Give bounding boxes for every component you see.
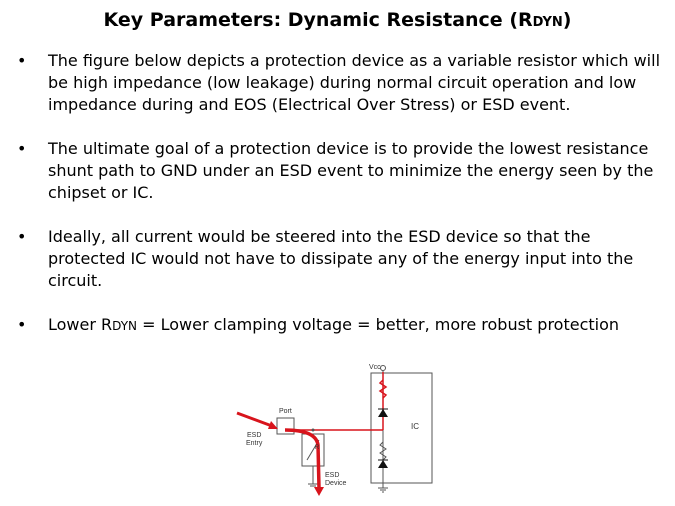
resistor-icon [378,379,388,399]
bullet-list: • The figure below depicts a protection d… [17,50,667,359]
esd-entry-label: ESD [247,432,261,439]
bullet-item: • Ideally, all current would be steered i… [17,226,667,292]
ground-icon [308,483,318,487]
title-close: ) [562,9,572,31]
port-box [276,417,295,435]
bullet-text: The figure below depicts a protection de… [48,51,661,114]
resistor-icon [379,441,387,461]
port-label: Port [279,408,292,415]
vcc-label: Vcc [369,364,381,371]
bullet-item: • Lower RDYN = Lower clamping voltage = b… [17,314,667,337]
ic-label: IC [411,422,419,431]
bullet-text: Lower R [48,315,113,334]
bullet-dot: • [17,315,27,334]
bullet-text: = Lower clamping voltage = better, more … [137,315,620,334]
ground-icon [378,487,388,493]
bullet-dot: • [17,51,27,70]
esd-entry-arrow [236,411,278,429]
diode-icon [378,460,388,468]
esd-entry-label: Entry [246,440,263,447]
esd-device-label: ESD [325,472,339,479]
bullet-text: Ideally, all current would be steered in… [48,227,634,290]
bullet-item: • The ultimate goal of a protection devic… [17,138,667,204]
bullet-text: The ultimate goal of a protection device… [48,139,654,202]
title-subscript: DYN [532,15,563,30]
bullet-dot: • [17,227,27,246]
bullet-item: • The figure below depicts a protection d… [17,50,667,116]
r-label: R [315,445,320,451]
vcc-terminal [380,365,386,371]
bullet-dot: • [17,139,27,158]
ic-box [370,372,433,484]
diode-icon [378,409,388,417]
esd-device-label: Device [325,480,347,487]
esd-current-arrow [284,428,324,496]
slide-title: Key Parameters: Dynamic Resistance (RDYN… [0,9,675,31]
bullet-subscript: DYN [112,319,138,333]
title-text: Key Parameters: Dynamic Resistance (R [103,9,533,31]
